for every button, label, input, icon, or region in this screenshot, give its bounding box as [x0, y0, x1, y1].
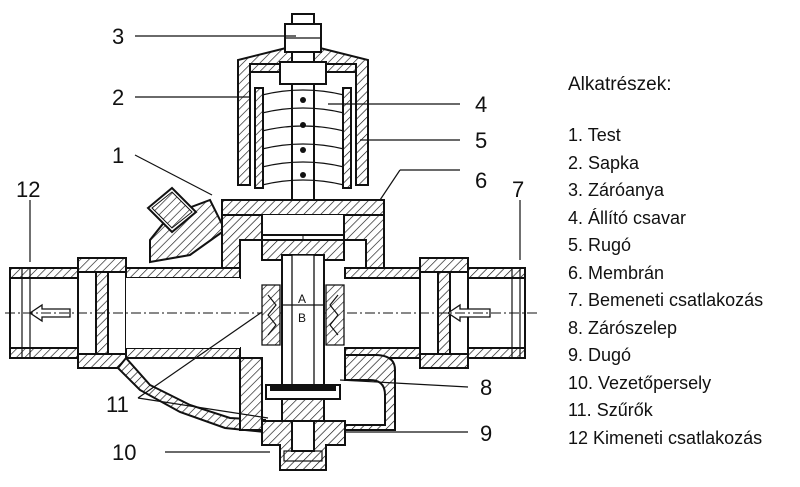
- callout-9: 9: [480, 421, 492, 446]
- filter-screen: [261, 284, 345, 346]
- callout-7: 7: [512, 177, 524, 202]
- legend-item: 12 Kimeneti csatlakozás: [568, 427, 763, 448]
- legend-item: 11. Szűrők: [568, 400, 653, 420]
- leader-lines: [29, 35, 521, 453]
- section-letter-b: B: [298, 311, 306, 325]
- closing-valve: [265, 384, 341, 422]
- parts-legend: Alkatrészek: 1. Test 2. Sapka 3. Záróany…: [568, 74, 798, 452]
- body-left-tube: [125, 267, 241, 359]
- locking-nut: [284, 13, 322, 53]
- callout-5: 5: [475, 128, 487, 153]
- callout-10: 10: [112, 440, 136, 465]
- legend-item: 9. Dugó: [568, 345, 632, 365]
- guide-bushing-and-plug: [261, 420, 346, 471]
- callout-3: 3: [112, 24, 124, 49]
- legend-item: 6. Membrán: [568, 262, 665, 283]
- legend-title: Alkatrészek:: [568, 74, 672, 95]
- legend-item: 10. Vezetőpersely: [568, 372, 712, 393]
- callout-2: 2: [112, 85, 124, 110]
- legend-item: 4. Állító csavar: [568, 207, 687, 228]
- legend-item: 7. Bemeneti csatlakozás: [568, 290, 764, 310]
- legend-item: 5. Rugó: [568, 235, 632, 255]
- legend-item: 8. Zárószelep: [568, 317, 678, 338]
- diaphragm: [221, 199, 385, 236]
- callout-1: 1: [112, 143, 124, 168]
- stem-housing: [261, 239, 345, 386]
- gauge-port: [146, 186, 227, 264]
- callout-6: 6: [475, 168, 487, 193]
- callout-4: 4: [475, 92, 487, 117]
- legend-item: 2. Sapka: [568, 152, 640, 173]
- legend-item: 3. Záróanya: [568, 180, 665, 200]
- callout-11: 11: [106, 392, 129, 417]
- valve-body: [221, 214, 396, 431]
- callout-8: 8: [480, 375, 492, 400]
- section-letter-a: A: [298, 292, 306, 306]
- callout-12: 12: [16, 177, 40, 202]
- legend-item: 1. Test: [568, 125, 621, 145]
- spring: [254, 87, 352, 189]
